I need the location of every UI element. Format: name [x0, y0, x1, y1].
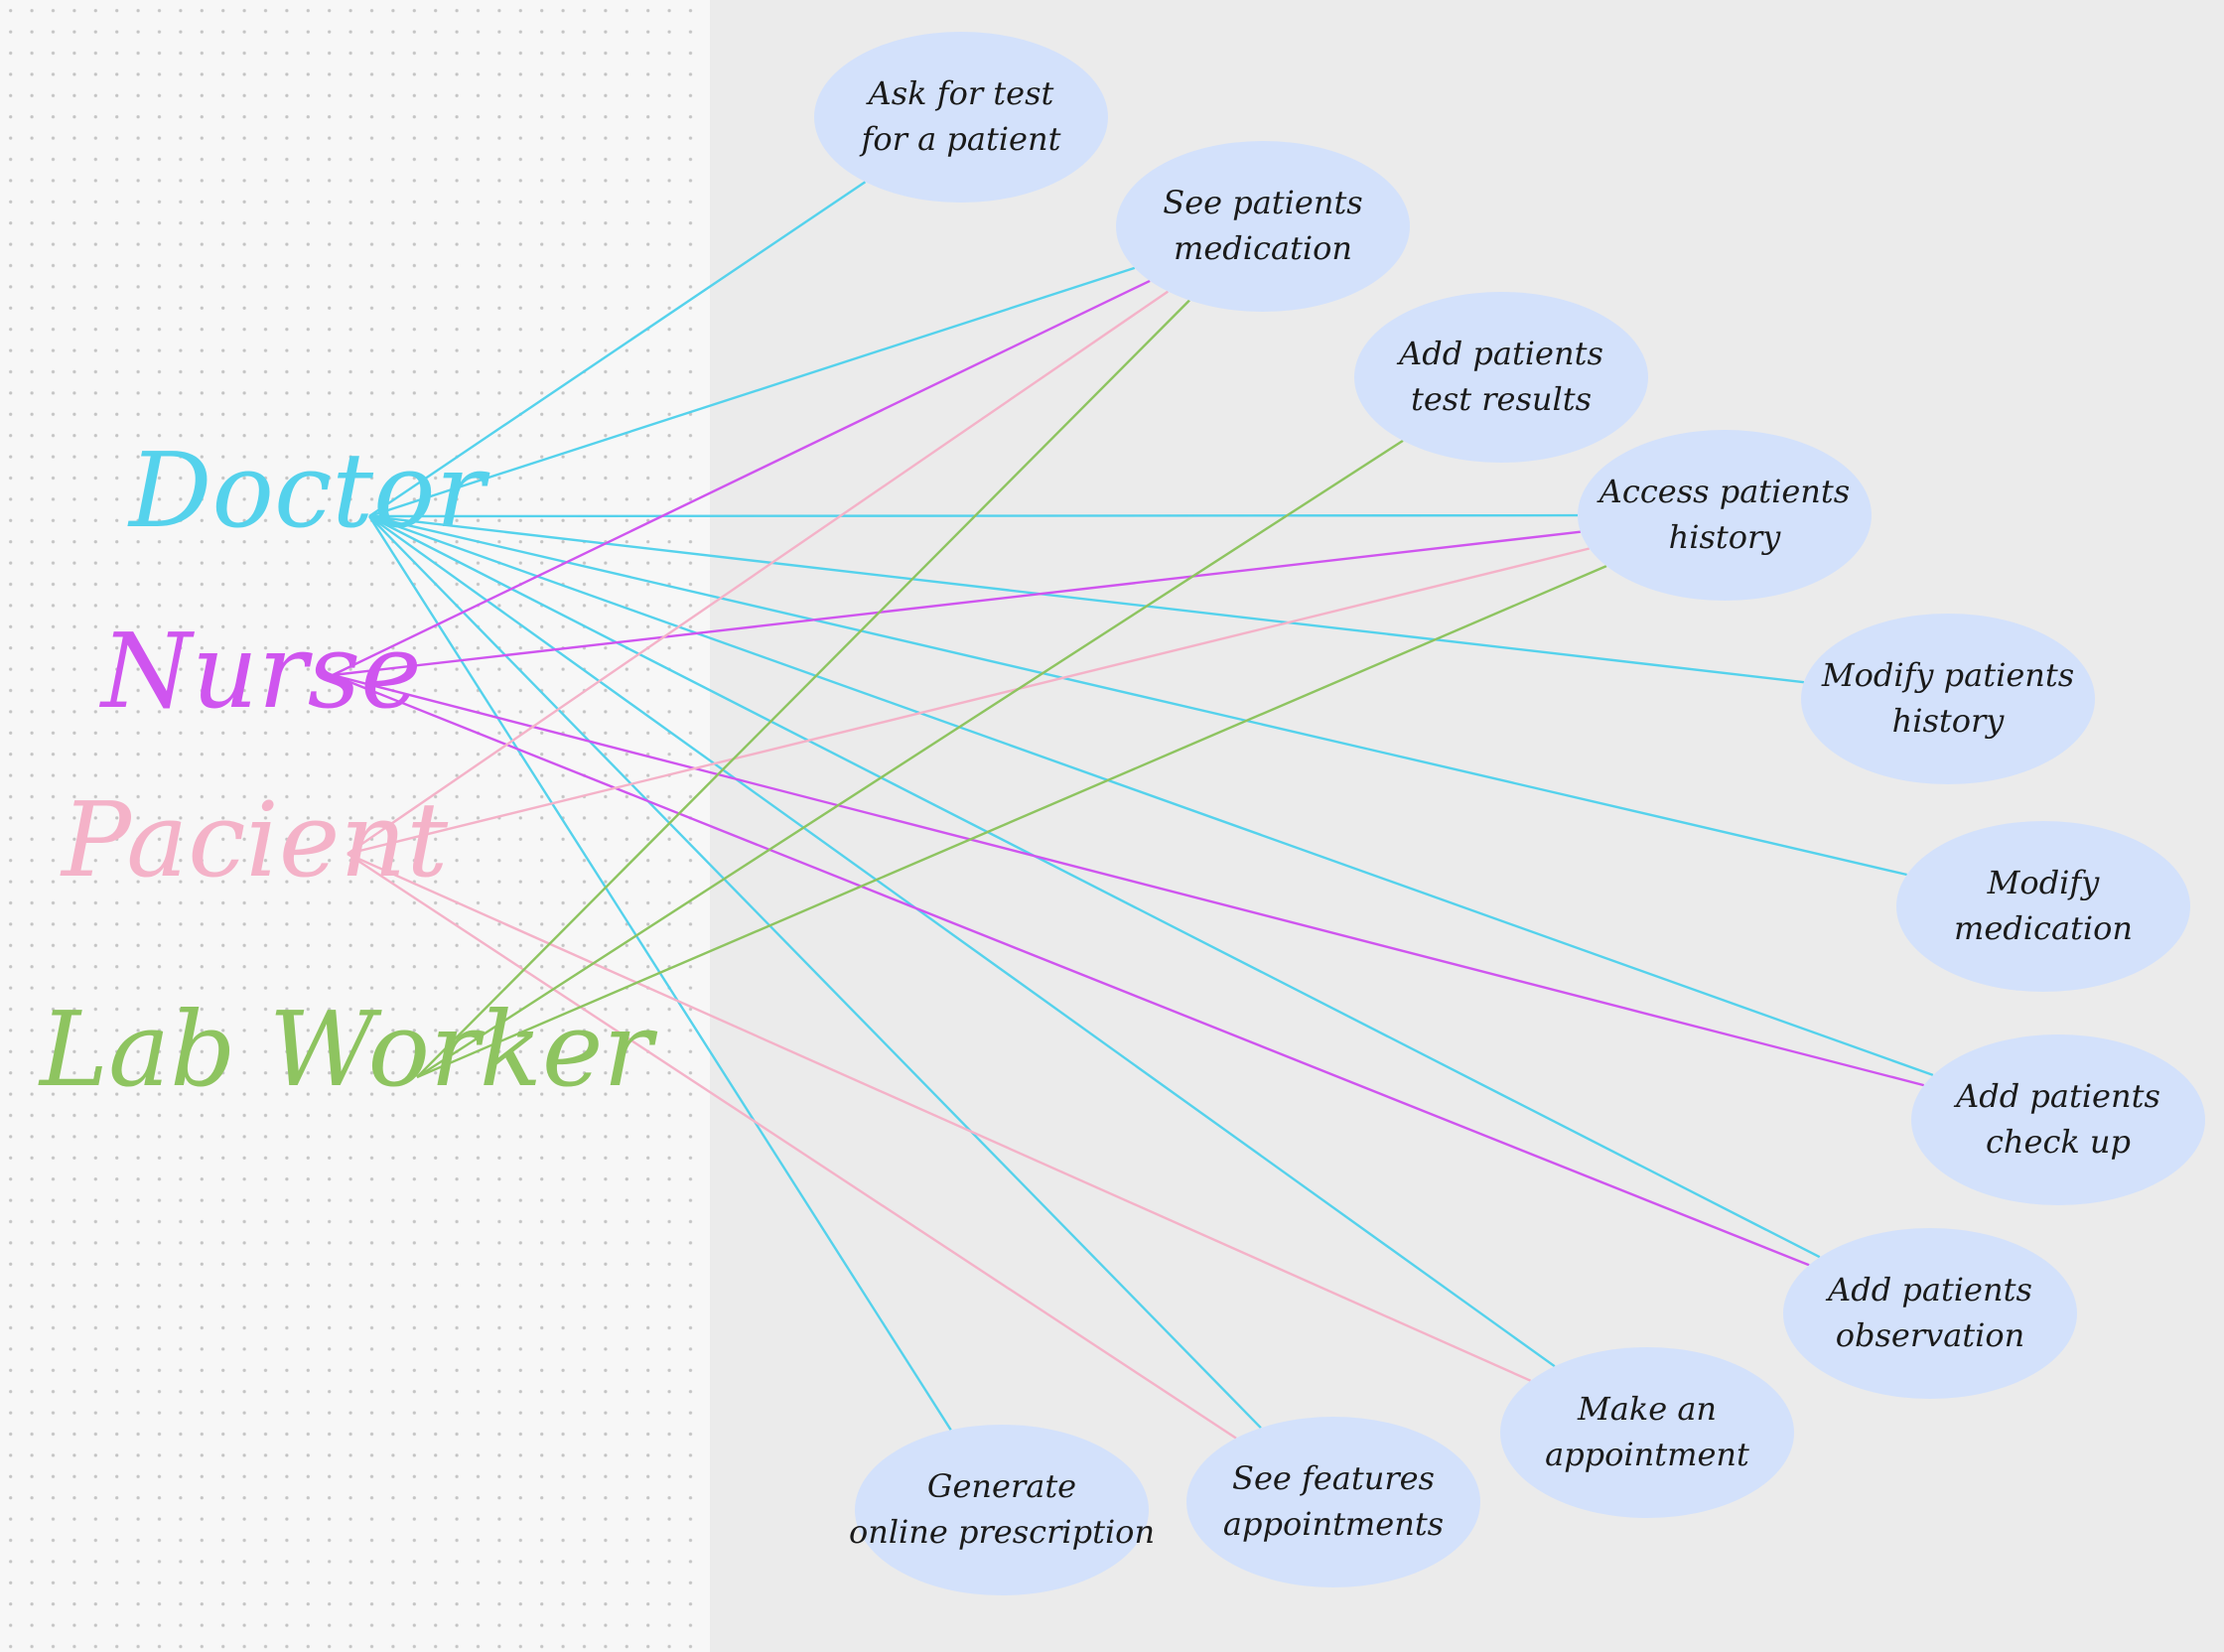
use-case-label-line: appointments: [1223, 1505, 1444, 1543]
use-case-label-line: for a patient: [860, 120, 1061, 158]
use-case-label-line: online prescription: [849, 1513, 1155, 1551]
actor-nurse[interactable]: Nurse: [98, 611, 422, 732]
use-case-label-line: See features: [1232, 1459, 1435, 1497]
use-case-label-line: See patients: [1163, 184, 1362, 221]
use-case-ellipse[interactable]: [1186, 1417, 1480, 1587]
use-case-ellipse[interactable]: [1801, 614, 2095, 784]
use-case-label-line: observation: [1836, 1316, 2025, 1354]
use-case-label-line: Generate: [927, 1467, 1076, 1505]
use-case-ellipse[interactable]: [1911, 1034, 2205, 1205]
use-case-online-prescription[interactable]: Generate online prescription: [849, 1425, 1155, 1595]
use-case-add-test-results[interactable]: Add patients test results: [1354, 292, 1648, 463]
actor-lab-worker[interactable]: Lab Worker: [38, 989, 657, 1110]
association-lines: [332, 181, 1934, 1440]
association-doctor-see-appointments[interactable]: [368, 515, 1262, 1430]
use-case-ask-test[interactable]: Ask for test for a patient: [814, 32, 1108, 203]
use-case-ellipse[interactable]: [1354, 292, 1648, 463]
use-case-label-line: medication: [1174, 229, 1352, 267]
use-case-see-appointments[interactable]: See features appointments: [1186, 1417, 1480, 1587]
use-case-label-line: Add patients: [1396, 335, 1603, 372]
association-doctor-ask-test[interactable]: [368, 181, 867, 517]
association-lab_worker-see-medication[interactable]: [416, 299, 1190, 1078]
use-case-ellipse[interactable]: [1500, 1347, 1794, 1518]
use-case-label-line: Add patients: [1953, 1077, 2160, 1115]
use-case-label-line: Access patients: [1597, 473, 1850, 510]
association-doctor-access-history[interactable]: [368, 513, 1579, 518]
association-doctor-make-appointment[interactable]: [368, 515, 1556, 1368]
use-case-ellipse[interactable]: [814, 32, 1108, 203]
association-nurse-add-observation[interactable]: [332, 673, 1810, 1267]
use-case-label-line: medication: [1954, 909, 2133, 947]
use-case-modify-history[interactable]: Modify patients history: [1801, 614, 2095, 784]
association-doctor-add-checkup[interactable]: [368, 514, 1934, 1077]
use-case-access-history[interactable]: Access patients history: [1578, 430, 1872, 601]
actor-group: Doctor Nurse Pacient Lab Worker: [38, 430, 657, 1110]
use-case-label-line: history: [1892, 702, 2006, 740]
use-case-add-checkup[interactable]: Add patients check up: [1911, 1034, 2205, 1205]
use-case-label-line: test results: [1411, 380, 1592, 418]
association-patient-see-medication[interactable]: [347, 290, 1169, 855]
association-patient-make-appointment[interactable]: [347, 852, 1531, 1382]
association-lab_worker-access-history[interactable]: [416, 564, 1607, 1079]
association-doctor-see-medication[interactable]: [368, 266, 1136, 518]
association-nurse-add-checkup[interactable]: [332, 673, 1924, 1087]
use-case-label-line: check up: [1986, 1123, 2131, 1161]
use-case-label-line: Ask for test: [866, 74, 1054, 112]
actor-patient[interactable]: Pacient: [60, 779, 448, 900]
association-nurse-access-history[interactable]: [332, 530, 1581, 677]
association-patient-see-appointments[interactable]: [347, 852, 1237, 1440]
use-case-label-line: Modify: [1987, 864, 2101, 901]
use-case-label-line: Modify patients: [1821, 656, 2074, 694]
use-case-ellipse[interactable]: [1578, 430, 1872, 601]
use-case-modify-medication[interactable]: Modify medication: [1896, 821, 2190, 992]
association-doctor-modify-history[interactable]: [368, 514, 1805, 684]
use-case-ellipse[interactable]: [1116, 141, 1410, 312]
actor-doctor[interactable]: Doctor: [127, 430, 490, 551]
use-case-ellipse[interactable]: [1783, 1228, 2077, 1399]
association-doctor-modify-medication[interactable]: [368, 514, 1907, 877]
use-case-label-line: history: [1669, 518, 1782, 556]
association-nurse-see-medication[interactable]: [332, 279, 1151, 677]
use-case-make-appointment[interactable]: Make an appointment: [1500, 1347, 1794, 1518]
use-case-add-observation[interactable]: Add patients observation: [1783, 1228, 2077, 1399]
association-patient-access-history[interactable]: [347, 547, 1590, 856]
association-doctor-add-observation[interactable]: [368, 514, 1821, 1259]
use-case-see-medication[interactable]: See patients medication: [1116, 141, 1410, 312]
use-case-label-line: appointment: [1545, 1436, 1749, 1473]
use-case-label-line: Add patients: [1825, 1271, 2032, 1308]
dotted-grid-panel: [0, 0, 710, 1652]
use-case-ellipse[interactable]: [1896, 821, 2190, 992]
association-lab_worker-add-test-results[interactable]: [416, 439, 1404, 1079]
use-case-ellipse[interactable]: [855, 1425, 1149, 1595]
use-case-label-line: Make an: [1577, 1390, 1717, 1428]
